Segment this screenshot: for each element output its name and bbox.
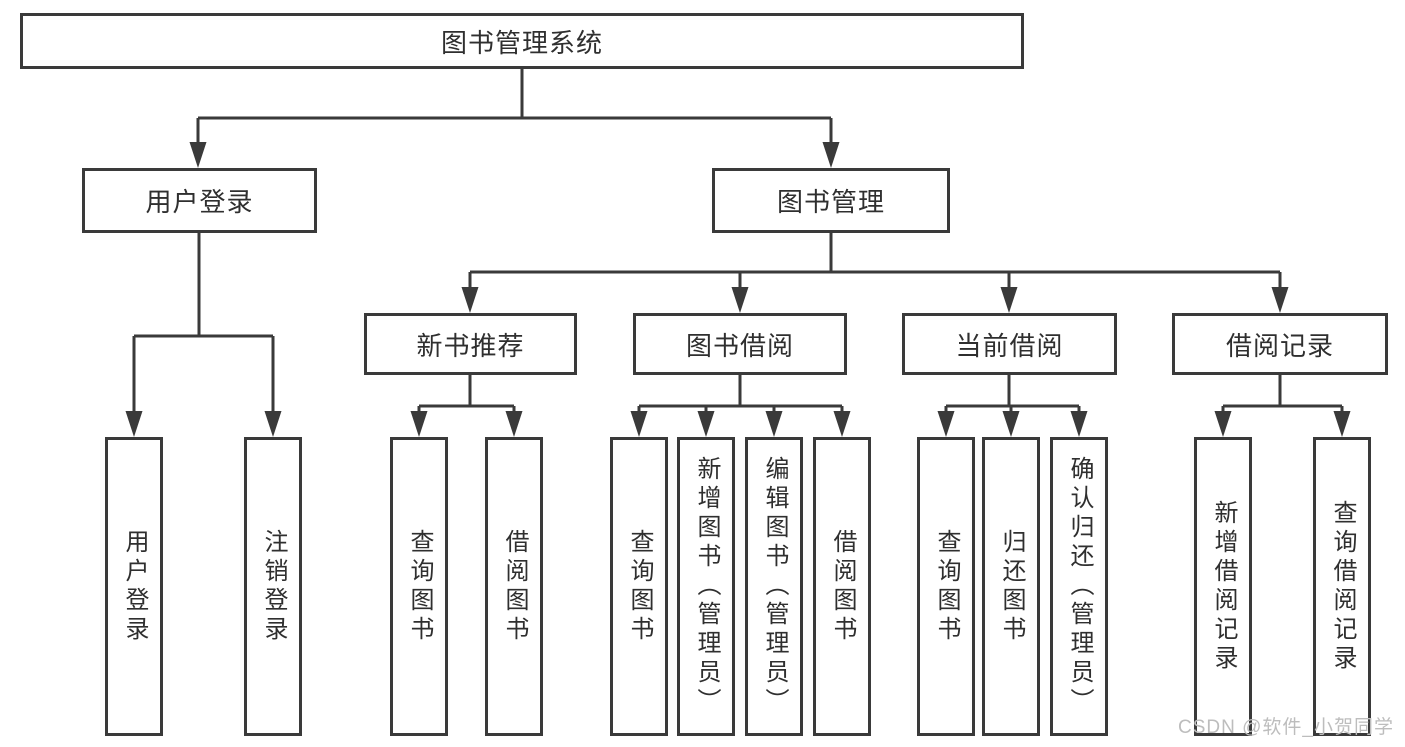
node-user-login-label: 用户登录 xyxy=(145,187,254,217)
leaf-user-login-label: 用户登录 xyxy=(121,528,148,645)
connector-borrow-records-to-leaves xyxy=(1214,375,1351,437)
leaf-borrow-books-newbooks-label: 借阅图书 xyxy=(501,528,528,645)
leaf-query-borrow-record-label: 查询借阅记录 xyxy=(1329,499,1356,674)
leaf-borrow-books-newbooks: 借阅图书 xyxy=(485,437,543,736)
leaf-add-borrow-record-label: 新增借阅记录 xyxy=(1210,499,1237,674)
leaf-query-books-newbooks-label: 查询图书 xyxy=(406,528,433,645)
leaf-edit-books-admin: 编辑图书（管理员） xyxy=(745,437,803,736)
leaf-confirm-return-admin-label: 确认归还（管理员） xyxy=(1066,456,1093,717)
connector-root-to-level2 xyxy=(189,69,840,168)
leaf-query-books-borrowing-label: 查询图书 xyxy=(626,528,653,645)
connector-book-mgmt-to-level3 xyxy=(461,233,1289,313)
leaf-query-borrow-record: 查询借阅记录 xyxy=(1313,437,1371,736)
leaf-return-books-label: 归还图书 xyxy=(998,528,1025,645)
node-current-borrowing-label: 当前借阅 xyxy=(955,330,1064,361)
connector-book-borrow-to-leaves xyxy=(630,375,851,437)
leaf-query-books-current: 查询图书 xyxy=(917,437,975,736)
leaf-confirm-return-admin: 确认归还（管理员） xyxy=(1050,437,1108,736)
leaf-borrow-books-borrowing: 借阅图书 xyxy=(813,437,871,736)
leaf-user-login: 用户登录 xyxy=(105,437,163,736)
node-book-management-label: 图书管理 xyxy=(776,187,885,217)
node-borrow-records-label: 借阅记录 xyxy=(1225,330,1334,361)
leaf-logout-label: 注销登录 xyxy=(260,528,287,645)
node-book-management: 图书管理 xyxy=(712,168,950,233)
leaf-query-books-current-label: 查询图书 xyxy=(933,528,960,645)
leaf-return-books: 归还图书 xyxy=(982,437,1040,736)
node-library-system: 图书管理系统 xyxy=(20,13,1024,69)
node-user-login: 用户登录 xyxy=(82,168,317,233)
connector-current-borrow-to-leaves xyxy=(937,375,1088,437)
leaf-query-books-borrowing: 查询图书 xyxy=(610,437,668,736)
leaf-add-books-admin: 新增图书（管理员） xyxy=(677,437,735,736)
node-book-borrowing: 图书借阅 xyxy=(633,313,847,375)
leaf-borrow-books-borrowing-label: 借阅图书 xyxy=(829,528,856,645)
node-new-book-recommend-label: 新书推荐 xyxy=(416,330,525,361)
csdn-watermark: CSDN @软件_小贺同学 xyxy=(1178,717,1394,738)
leaf-add-borrow-record: 新增借阅记录 xyxy=(1194,437,1252,736)
node-book-borrowing-label: 图书借阅 xyxy=(685,330,794,361)
leaf-add-books-admin-label: 新增图书（管理员） xyxy=(693,456,720,717)
node-current-borrowing: 当前借阅 xyxy=(902,313,1117,375)
connector-new-books-to-leaves xyxy=(410,375,523,437)
node-new-book-recommend: 新书推荐 xyxy=(364,313,577,375)
connector-user-login-to-leaves xyxy=(125,233,282,437)
leaf-edit-books-admin-label: 编辑图书（管理员） xyxy=(761,456,788,717)
node-borrow-records: 借阅记录 xyxy=(1172,313,1388,375)
leaf-logout: 注销登录 xyxy=(244,437,302,736)
leaf-query-books-newbooks: 查询图书 xyxy=(390,437,448,736)
node-library-system-label: 图书管理系统 xyxy=(440,27,603,58)
